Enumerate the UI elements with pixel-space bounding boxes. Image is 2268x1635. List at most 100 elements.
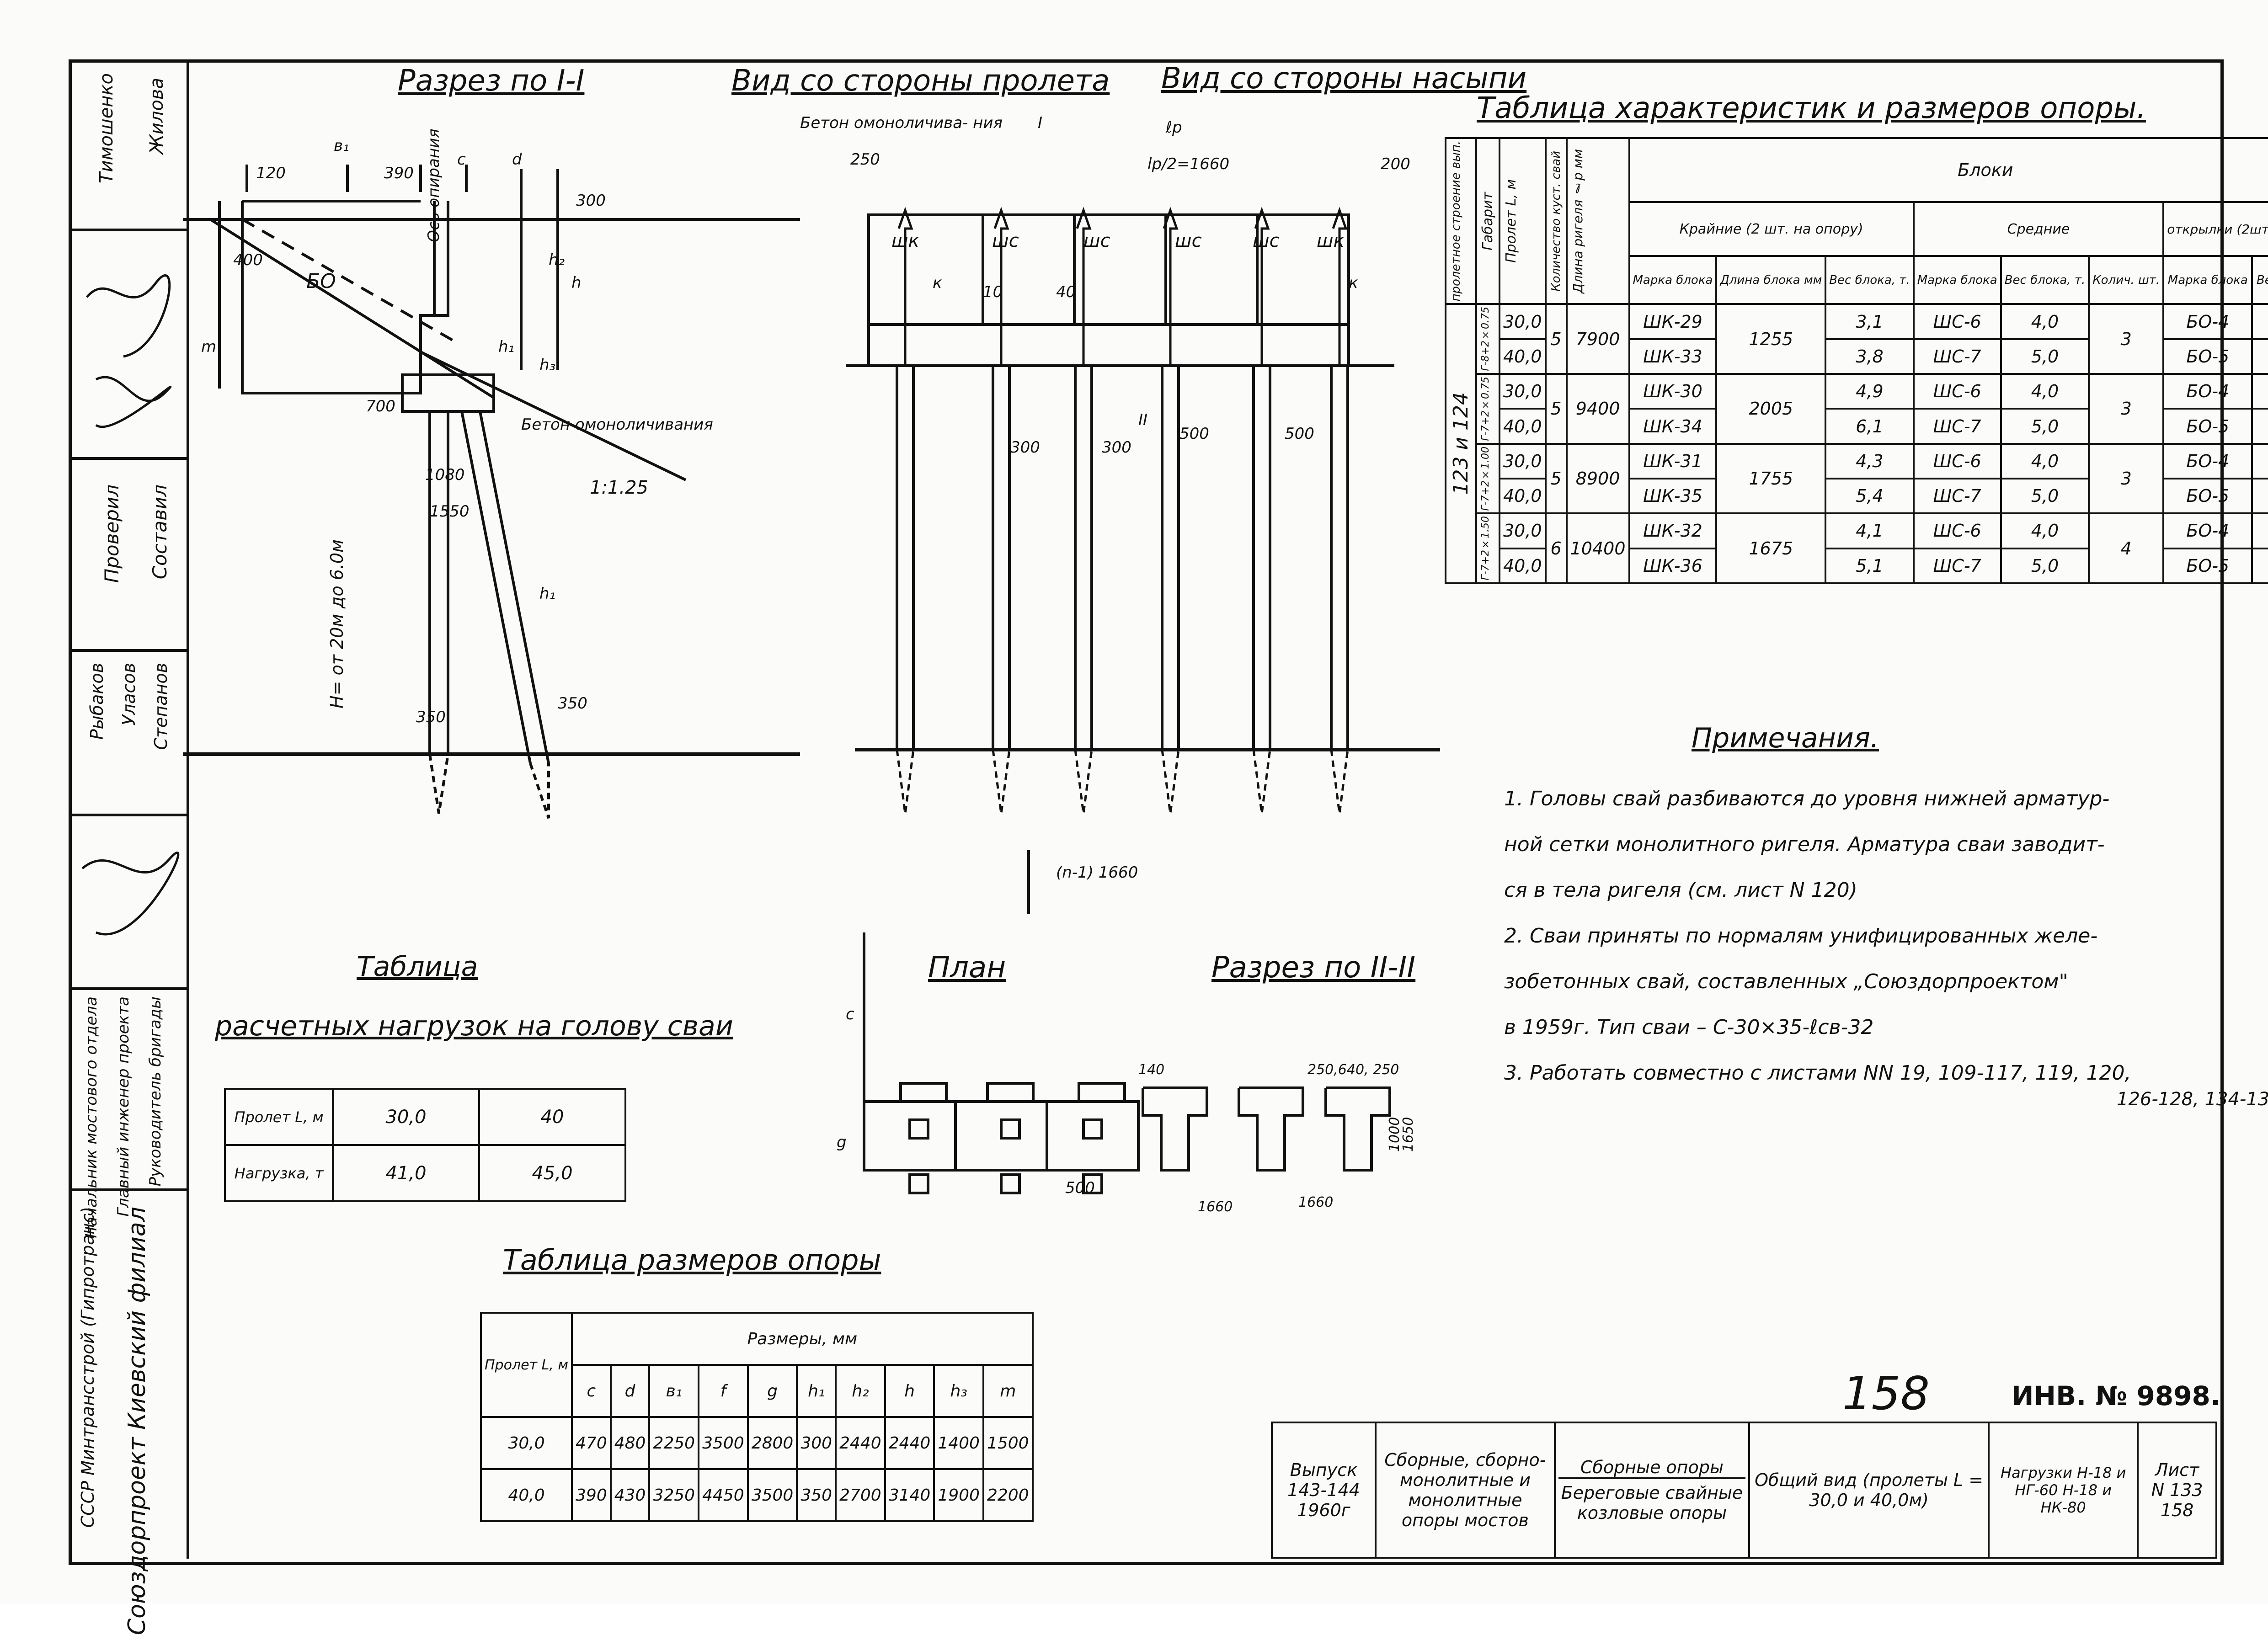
inventory-number: ИНВ. № 9898. [2012,1380,2220,1411]
cell-mid-w: 4,0 [2001,513,2089,548]
cell-count: 3 [2089,444,2163,514]
load-row2-a: 41,0 [333,1145,479,1201]
hdr-c-mark: Марка блока [2163,256,2252,304]
section-II-drawing: 140 250,640, 250 1660 1660 1650 1000 [1115,1051,1481,1234]
note-line-5: зобетонных свай, составленных „Союздорпр… [1504,969,2268,1015]
size-value: 1900 [934,1469,983,1521]
cell-mid-mark: ШС-6 [1914,304,2001,339]
size-value: 470 [572,1417,611,1469]
note-line-7: 3. Работать совместно с листами NN 19, 1… [1504,1060,2268,1088]
cell-length: 8900 [1567,444,1629,514]
label-250: 250 [850,150,880,169]
cell-edge-len: 1755 [1716,444,1825,514]
label-k1: к [933,274,942,292]
sec2-1000: 1000 [1387,1117,1403,1152]
cell-edge-mark: ШК-34 [1629,409,1717,443]
pile [897,366,913,750]
strip-name-1: Тимошенко [96,73,117,183]
cell-cap-w: 3,0 [2252,513,2268,548]
cell-edge-w: 4,1 [1825,513,1914,548]
size-value: 2250 [649,1417,699,1469]
cell-length: 10400 [1567,513,1629,583]
note-line-3: ся в тела ригеля (см. лист N 120) [1504,878,2268,923]
cell-cap-mark: БО-4 [2163,513,2252,548]
label-h2: h₂ [549,251,565,269]
cell-edge-w: 4,3 [1825,444,1914,479]
hdr-span: Пролет L, м [1500,138,1546,304]
pile-tip [1075,750,1092,814]
size-value: 1500 [983,1417,1033,1469]
cell-cap-w: 4,6 [2252,479,2268,513]
label-1550: 1550 [430,502,470,521]
pile [1162,366,1179,750]
cell-span: 30,0 [1500,513,1546,548]
load-row2-label: Нагрузка, т [225,1145,333,1201]
label-300a: 300 [1010,438,1040,457]
label-400: 400 [233,251,263,269]
size-col-header: в₁ [649,1365,699,1417]
label-1660: lр/2=1660 [1147,155,1229,173]
notes-title: Примечания. [1692,722,1879,754]
load-table: Пролет L, м 30,0 40 Нагрузка, т 41,0 45,… [224,1088,626,1202]
sheet-number-large: 158 [1842,1367,1930,1420]
plan-g: g [837,1133,847,1151]
label-40: 40 [1056,283,1076,301]
cell-gabarit: Г-7+2×1.00 [1476,444,1500,514]
cell-span: 30,0 [1500,304,1546,339]
cell-edge-mark: ШК-36 [1629,549,1717,583]
cell-mid-mark: ШС-6 [1914,374,2001,409]
label-10: 10 [983,283,1003,301]
pile-tip [993,750,1009,814]
pile-tip [897,750,913,814]
strip-role-check: Проверил [101,485,123,583]
cell-edge-w: 3,1 [1825,304,1914,339]
plan-drawing: с g 500 [837,928,1157,1202]
block-5: шс [1253,230,1280,251]
section-I-title: Разрез по I-I [398,64,584,98]
tb-drawing: Общий вид (пролеты L = 30,0 и 40,0м) [1749,1422,1989,1558]
label-300b: 300 [1102,438,1131,457]
cell-cap-mark: БО-4 [2163,304,2252,339]
strip-cell-roles2: Начальник мостового отдела Главный инжен… [69,987,187,1191]
label-I-mark: I [1038,114,1042,132]
hdr-middle: Средние [1914,202,2163,256]
size-value: 2700 [836,1469,885,1521]
size-value: 2200 [983,1469,1033,1521]
strip-name-2: Жилова [146,78,167,154]
label-b1: в₁ [334,137,349,155]
cell-mid-w: 4,0 [2001,304,2089,339]
hdr-piles: Количество куст. свай [1546,138,1567,304]
cell-gabarit: Г-8+2×0.75 [1476,304,1500,374]
label-h1b: h₁ [539,585,555,603]
hdr-gabarit: Габарит [1476,138,1500,304]
load-row2-b: 45,0 [479,1145,625,1201]
sec2-1650: 1650 [1400,1117,1416,1152]
signatures-2 [69,814,187,987]
view-embankment-title: Вид со стороны насыпи [1161,64,1526,93]
cell-count: 3 [2089,374,2163,444]
view-span-title: Вид со стороны пролета [731,64,1110,98]
cell-edge-w: 3,8 [1825,339,1914,374]
char-table-title: Таблица характеристик и размеров опоры. [1477,91,2146,125]
cell-gabarit: Г-7+2×1.50 [1476,513,1500,583]
label-concrete-I: Бетон омоноличивания [521,415,713,434]
label-axis: Ось опирания [425,128,443,242]
size-span: 40,0 [481,1469,572,1521]
sec2-1650a: 1660 [1198,1199,1233,1215]
cell-span: 40,0 [1500,409,1546,443]
label-300: 300 [576,192,606,210]
cell-edge-w: 5,4 [1825,479,1914,513]
load-row1-label: Пролет L, м [225,1089,333,1145]
plan-500: 500 [1065,1179,1095,1197]
section-I-drawing: в₁ с d 120 390 300 БО m 400 700 h₂ h h₁ … [183,114,869,891]
label-n1660: (n-1) 1660 [1056,863,1138,882]
hdr-edge: Крайние (2 шт. на опору) [1629,202,1914,256]
size-col-header: d [611,1365,650,1417]
pile [1331,366,1348,750]
cell-edge-w: 5,1 [1825,549,1914,583]
size-col-header: h₁ [797,1365,836,1417]
strip-role-3: Руководитель бригады [146,996,165,1186]
